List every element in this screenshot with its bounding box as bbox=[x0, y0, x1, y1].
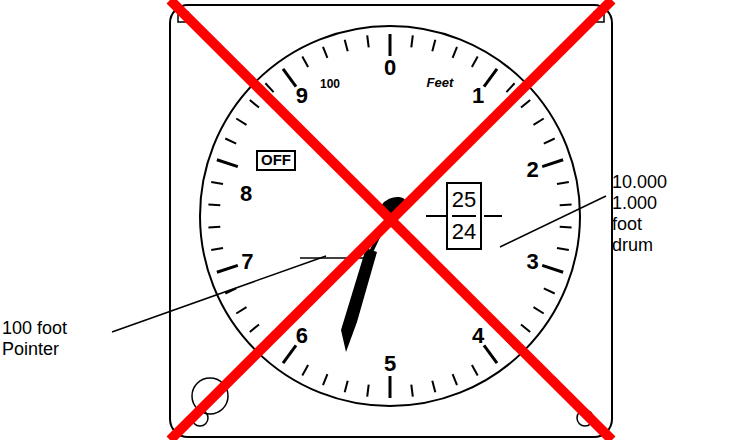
scale-unit: 100 bbox=[320, 78, 340, 90]
dial-tick bbox=[250, 324, 259, 332]
dial-number: 1 bbox=[472, 85, 484, 107]
dial-tick bbox=[323, 374, 327, 385]
dial-tick bbox=[283, 69, 296, 87]
dial-tick bbox=[472, 365, 478, 376]
callout-label: 100 foot Pointer bbox=[2, 318, 102, 360]
dial-number: 3 bbox=[527, 251, 539, 273]
red-cross bbox=[170, 0, 612, 440]
dial-number: 5 bbox=[384, 353, 396, 375]
dial-tick bbox=[302, 365, 308, 376]
dial-tick bbox=[211, 182, 223, 184]
dial-tick bbox=[283, 345, 296, 363]
dial-tick bbox=[544, 288, 555, 293]
leader-line bbox=[500, 196, 606, 247]
dial-tick bbox=[411, 385, 413, 397]
dial-tick bbox=[250, 100, 259, 108]
dial-tick bbox=[217, 265, 238, 272]
dial-tick bbox=[557, 182, 569, 184]
dial-tick bbox=[345, 381, 348, 393]
dial-tick bbox=[432, 381, 435, 393]
dial-tick bbox=[484, 345, 497, 363]
dial-tick bbox=[557, 248, 569, 250]
dial-tick bbox=[544, 139, 555, 144]
dial-tick bbox=[225, 139, 236, 144]
red-cross bbox=[170, 0, 612, 440]
dial-number: 2 bbox=[527, 159, 539, 181]
dial-tick bbox=[345, 40, 348, 52]
dial-number: 8 bbox=[240, 183, 252, 205]
dial-tick bbox=[236, 307, 246, 313]
dial-number: 4 bbox=[472, 325, 484, 347]
dial-tick bbox=[534, 119, 544, 125]
unit-label: Feet bbox=[427, 76, 454, 89]
drum-index-mark bbox=[426, 215, 446, 217]
flag-text: OFF bbox=[261, 152, 291, 169]
dial-tick bbox=[323, 47, 327, 58]
dial-tick bbox=[367, 385, 369, 397]
dial-tick bbox=[302, 57, 308, 68]
dial-tick bbox=[367, 35, 369, 47]
dial-tick bbox=[534, 307, 544, 313]
drum-window: 2524 bbox=[446, 182, 482, 250]
dial-tick bbox=[432, 40, 435, 52]
drum-digits: 25 bbox=[452, 185, 476, 217]
drum-index-mark bbox=[484, 215, 502, 217]
dial-number: 7 bbox=[241, 251, 253, 273]
pointer-base-line bbox=[300, 257, 372, 259]
callout-label: 10.000 1.000 foot drum bbox=[612, 172, 676, 256]
off-flag-window: OFF bbox=[256, 150, 296, 171]
dial-tick bbox=[521, 324, 530, 332]
dial-tick bbox=[542, 265, 563, 272]
dial-tick bbox=[411, 35, 413, 47]
dial-tick bbox=[217, 160, 238, 167]
dial-tick bbox=[506, 83, 514, 92]
dial-tick bbox=[472, 57, 478, 68]
dial-tick bbox=[542, 160, 563, 167]
dial-number: 6 bbox=[296, 325, 308, 347]
dial-tick bbox=[208, 226, 220, 229]
dial-tick bbox=[521, 100, 530, 108]
dial-tick bbox=[389, 34, 392, 56]
dial-tick bbox=[236, 119, 246, 125]
dial-tick bbox=[208, 204, 220, 207]
dial-tick bbox=[453, 374, 457, 385]
dial-tick bbox=[484, 69, 497, 87]
dial-tick bbox=[560, 226, 572, 229]
dial-number: 9 bbox=[296, 85, 308, 107]
drum-digits: 24 bbox=[452, 217, 476, 247]
dial-tick bbox=[389, 376, 392, 398]
dial-tick bbox=[560, 204, 572, 207]
dial-tick bbox=[453, 47, 457, 58]
dial-number: 0 bbox=[384, 57, 396, 79]
dial-tick bbox=[211, 248, 223, 250]
